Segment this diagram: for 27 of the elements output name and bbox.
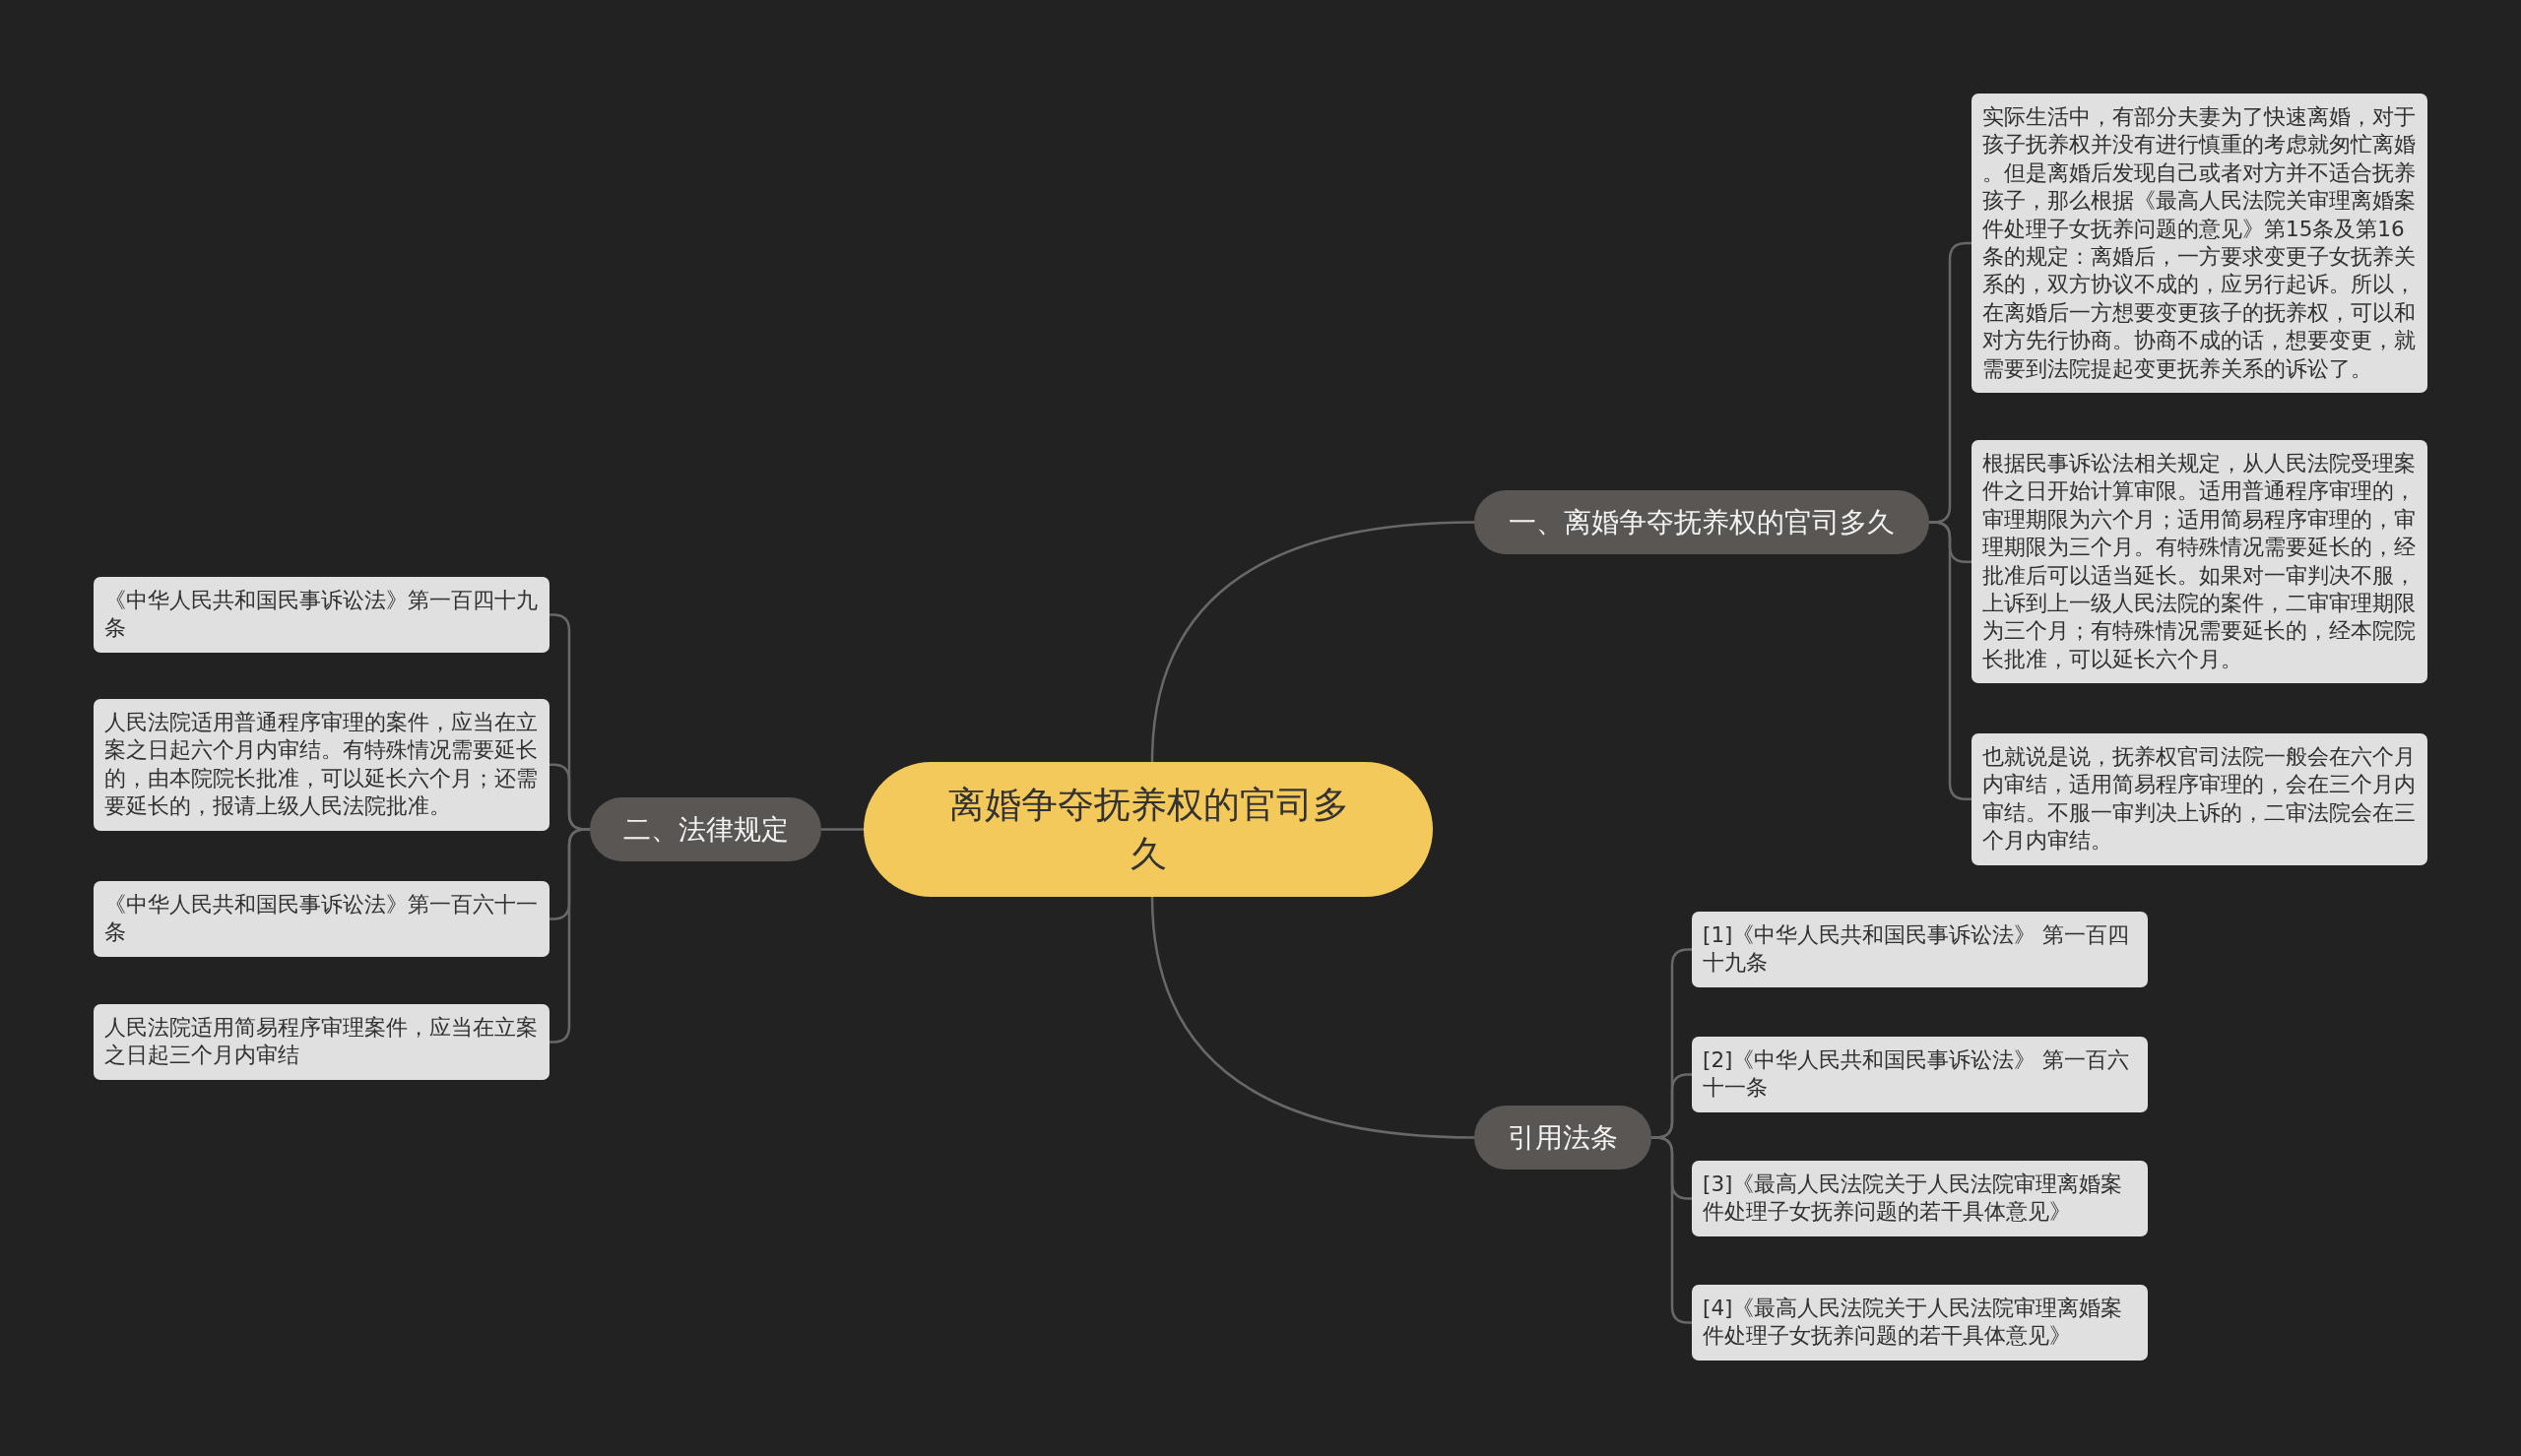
- note-text: 《中华人民共和国民事诉讼法》第一百四十九条: [104, 587, 539, 643]
- topic-text: 引用法条: [1508, 1120, 1618, 1155]
- note-text: [3]《最高人民法院关于人民法院审理离婚案件处理子女抚养问题的若干具体意见》: [1703, 1171, 2124, 1227]
- topic-text: 二、法律规定: [622, 812, 789, 847]
- connector-line: [1150, 896, 1475, 1139]
- note-card: [1972, 733, 2427, 865]
- note-text: [2]《中华人民共和国民事诉讼法》 第一百六十一条: [1703, 1046, 2131, 1103]
- note-text: [1]《中华人民共和国民事诉讼法》 第一百四十九条: [1703, 921, 2131, 978]
- note-card: [1692, 912, 2148, 987]
- topic-text: 一、离婚争夺抚养权的官司多久: [1509, 505, 1895, 539]
- connector-line: [821, 828, 864, 831]
- topic-text: 离婚争夺抚养权的官司多久: [946, 782, 1350, 877]
- note-card: [94, 577, 549, 653]
- note-text: 根据民事诉讼法相关规定，从人民法院受理案件之日开始计算审限。适用普通程序审理的，审理期限为六个月；适用简易程序审理的，审理期限为三个月。有特殊情况需要延长的，经批准后可以适当延长。如果对一审判决不服，上诉到上一级人民法院的案件，二审审理期限为三个月；有特殊情况需要延长的，经本院院长批准，可以延长六个月。: [1982, 450, 2417, 673]
- note-text: 也就说是说，抚养权官司法院一般会在六个月内审结，适用简易程序审理的，会在三个月内审结。不服一审判决上诉的，二审法院会在三个月内审结。: [1982, 743, 2417, 855]
- note-card: [94, 881, 549, 957]
- note-card: [1692, 1161, 2148, 1236]
- note-card: [94, 699, 549, 831]
- note-text: 人民法院适用普通程序审理的案件，应当在立案之日起六个月内审结。有特殊情况需要延长的，由本院院长批准，可以延长六个月；还需要延长的，报请上级人民法院批准。: [104, 709, 539, 821]
- note-text: 《中华人民共和国民事诉讼法》第一百六十一条: [104, 891, 539, 947]
- note-text: 实际生活中，有部分夫妻为了快速离婚，对于孩子抚养权并没有进行慎重的考虑就匆忙离婚。但是离婚后发现自己或者对方并不适合抚养孩子，那么根据《最高人民法院关审理离婚案件处理子女抚养问题的意见》第15条及第16条的规定：离婚后，一方要求变更子女抚养关系的，双方协议不成的，应另行起诉。所以，在离婚后一方想要变更孩子的抚养权，可以和对方先行协商。协商不成的话，想要变更，就需要到法院提起变更抚养关系的诉讼了。: [1982, 103, 2417, 383]
- note-text: 人民法院适用简易程序审理案件，应当在立案之日起三个月内审结: [104, 1014, 539, 1070]
- note-text: [4]《最高人民法院关于人民法院审理离婚案件处理子女抚养问题的若干具体意见》: [1703, 1295, 2124, 1351]
- note-card: [94, 1004, 549, 1080]
- note-card: [1692, 1285, 2148, 1361]
- connector-line: [1150, 521, 1475, 763]
- note-card: [1692, 1037, 2148, 1112]
